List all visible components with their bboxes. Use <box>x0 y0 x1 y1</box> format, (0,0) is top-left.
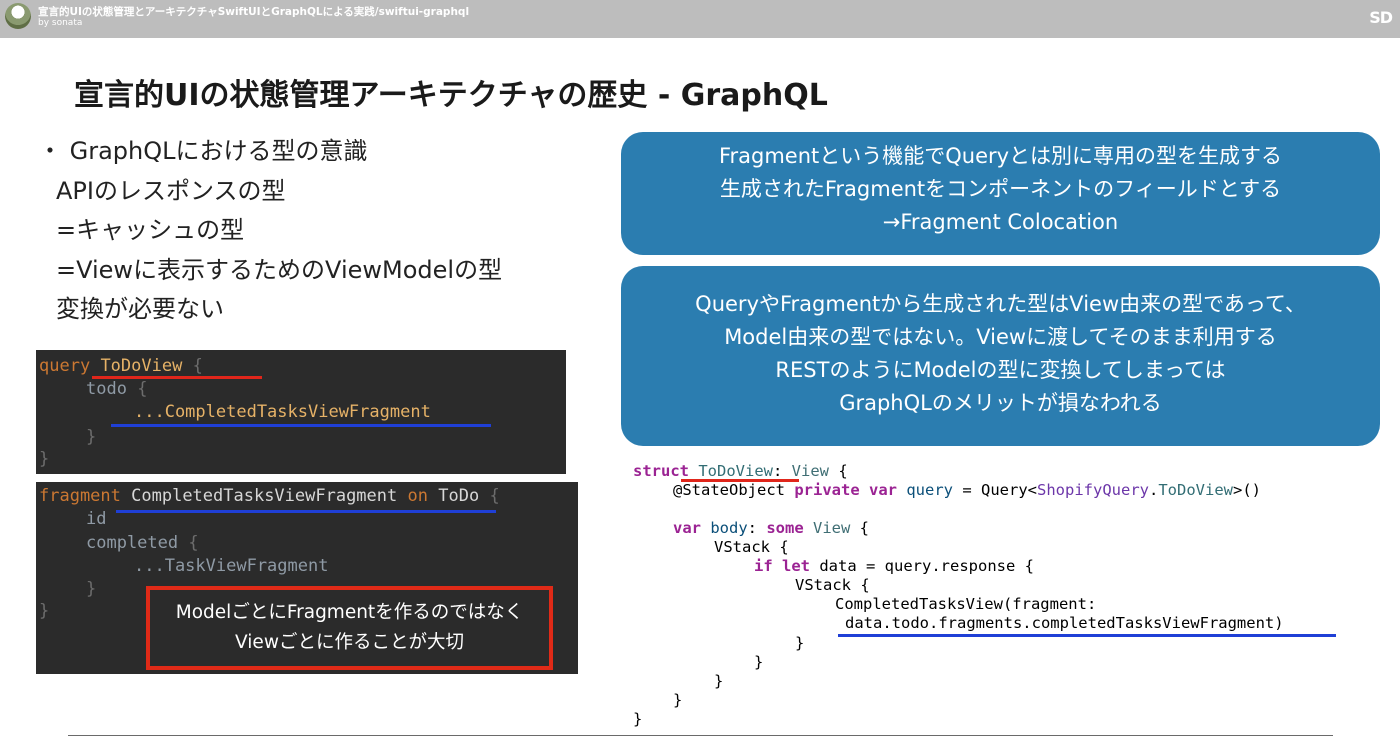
code-field: todo <box>86 379 127 399</box>
code-line: } <box>86 578 96 601</box>
code-punct: : <box>747 519 767 537</box>
bullet-item: 変換が必要ない <box>56 295 224 323</box>
code-line: } <box>633 710 643 728</box>
code-line: } <box>86 426 96 449</box>
speakerdeck-logo-icon[interactable]: SD <box>1369 8 1393 27</box>
code-keyword: query <box>39 356 91 376</box>
code-keyword: struct <box>633 462 689 480</box>
code-line: data.todo.fragments.completedTasksViewFr… <box>845 614 1284 632</box>
deck-header-bar: 宣言的UIの状態管理とアーキテクチャSwiftUIとGraphQLによる実践/s… <box>0 0 1400 38</box>
code-line: } <box>673 691 683 709</box>
code-line: id <box>86 508 106 531</box>
code-line: } <box>39 600 49 623</box>
deck-title-link[interactable]: 宣言的UIの状態管理とアーキテクチャSwiftUIとGraphQLによる実践/s… <box>38 6 470 18</box>
code-line: } <box>714 672 724 690</box>
code-line: ...CompletedTasksViewFragment <box>134 401 431 424</box>
code-brace: { <box>137 379 148 399</box>
code-field: id <box>86 509 107 529</box>
code-line: todo { <box>86 378 147 401</box>
code-type-name: View <box>813 519 851 537</box>
info-line: →Fragment Colocation <box>882 210 1119 234</box>
code-brace: { <box>188 533 199 553</box>
info-box-fragment-colocation: Fragmentという機能でQueryとは別に専用の型を生成する 生成されたFr… <box>621 132 1380 255</box>
blue-underline <box>111 424 491 427</box>
code-type-name: ToDoView <box>1158 481 1233 499</box>
footer-divider <box>68 735 1333 736</box>
author-avatar[interactable] <box>5 3 31 29</box>
info-box-view-types: QueryやFragmentから生成された型はView由来の型であって、 Mod… <box>621 266 1380 446</box>
code-line: VStack { <box>714 538 789 556</box>
code-type-name: ToDo <box>438 486 480 506</box>
code-brace: } <box>86 579 97 599</box>
code-line: VStack { <box>795 576 870 594</box>
code-line: } <box>795 634 805 652</box>
info-line: RESTのようにModelの型に変換してしまっては <box>775 358 1226 382</box>
code-keyword: fragment <box>39 486 121 506</box>
bullet-item: ・ GraphQLにおける型の意識 <box>38 137 368 165</box>
red-callout-box: ModelごとにFragmentを作るのではなく Viewごとに作ることが大切 <box>146 586 553 670</box>
code-line: @StateObject private var query = Query<S… <box>673 481 1261 500</box>
code-brace: } <box>39 449 50 469</box>
code-brace: } <box>86 427 97 447</box>
code-fragment-spread: ...CompletedTasksViewFragment <box>134 402 431 422</box>
code-line: struct ToDoView: View { <box>633 462 848 481</box>
info-line: Fragmentという機能でQueryとは別に専用の型を生成する <box>718 144 1283 168</box>
code-expression: data = query.response { <box>810 557 1034 575</box>
slide-title: 宣言的UIの状態管理アーキテクチャの歴史 - GraphQL <box>74 78 828 113</box>
red-underline <box>92 376 262 379</box>
code-namespace: ShopifyQuery <box>1037 481 1149 499</box>
code-keyword: let <box>782 557 811 575</box>
bullet-list: ・ GraphQLにおける型の意識 APIのレスポンスの型 =キャッシュの型 =… <box>38 132 598 330</box>
query-code-panel: query ToDoView { todo { ...CompletedTask… <box>36 350 566 474</box>
info-line: GraphQLのメリットが損なわれる <box>839 391 1162 415</box>
code-line: fragment CompletedTasksViewFragment on T… <box>39 485 500 508</box>
code-line: ...TaskViewFragment <box>134 555 328 578</box>
code-line: query ToDoView { <box>39 355 203 378</box>
code-keyword: var <box>673 519 701 537</box>
code-brace: } <box>39 601 50 621</box>
red-underline <box>681 479 799 482</box>
code-fragment-name: CompletedTasksViewFragment <box>131 486 398 506</box>
code-identifier: body <box>710 519 748 537</box>
code-line: } <box>754 653 764 671</box>
bullet-item: APIのレスポンスの型 <box>56 176 286 205</box>
code-query-name: ToDoView <box>100 356 183 376</box>
code-punct: : <box>773 462 792 480</box>
info-line: Model由来の型ではない。Viewに渡してそのまま利用する <box>724 325 1277 349</box>
callout-line: Viewごとに作ることが大切 <box>235 632 464 653</box>
code-line: } <box>39 448 49 471</box>
code-keyword: on <box>407 486 428 506</box>
deck-author-link[interactable]: by sonata <box>38 18 83 28</box>
bullet-item: =Viewに表示するためのViewModelの型 <box>56 255 503 284</box>
callout-line: ModelごとにFragmentを作るのではなく <box>175 602 524 623</box>
code-keyword: if <box>754 557 773 575</box>
bullet-item: =キャッシュの型 <box>56 216 245 244</box>
swift-code-block: struct ToDoView: View { @StateObject pri… <box>633 460 1373 730</box>
code-type-name: View <box>791 462 829 480</box>
code-keyword: private <box>794 481 860 499</box>
code-punct: . <box>1149 481 1159 499</box>
code-line: if let data = query.response { <box>754 557 1034 576</box>
code-brace: { <box>489 486 500 506</box>
info-line: 生成されたFragmentをコンポーネントのフィールドとする <box>719 177 1282 201</box>
code-field: completed <box>86 533 179 553</box>
code-identifier: query <box>906 481 954 499</box>
code-punct: >() <box>1233 481 1261 499</box>
code-keyword: var <box>869 481 897 499</box>
info-line: QueryやFragmentから生成された型はView由来の型であって、 <box>695 292 1306 316</box>
code-fragment-spread: ...TaskViewFragment <box>134 556 329 576</box>
code-brace: { <box>850 519 870 537</box>
code-brace: { <box>829 462 848 480</box>
code-line: completed { <box>86 532 199 555</box>
blue-underline <box>838 634 1336 637</box>
blue-underline <box>116 510 496 513</box>
code-struct-name: ToDoView <box>689 462 773 480</box>
code-attribute: @StateObject <box>673 481 785 499</box>
code-brace: { <box>192 356 203 376</box>
code-punct: = Query< <box>953 481 1038 499</box>
code-line: CompletedTasksView(fragment: <box>835 595 1097 613</box>
code-keyword: some <box>766 519 804 537</box>
code-line: var body: some View { <box>673 519 869 538</box>
